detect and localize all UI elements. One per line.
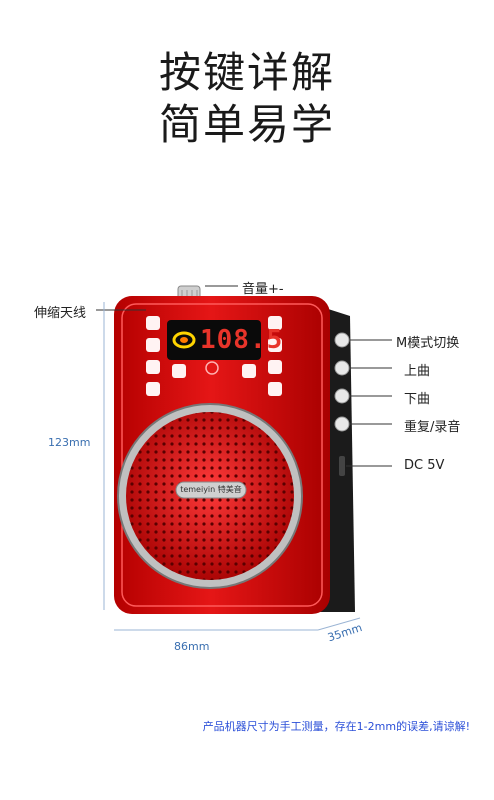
button-right-1[interactable] — [268, 316, 282, 330]
measurement-note: 产品机器尺寸为手工测量，存在1-2mm的误差,请谅解! — [202, 720, 470, 733]
label-dc: DC 5V — [404, 458, 445, 473]
button-left-3[interactable] — [146, 360, 160, 374]
depth-dimension-line — [317, 617, 361, 631]
button-right-3[interactable] — [268, 360, 282, 374]
display-frequency: 108.5 — [200, 325, 284, 355]
button-left-5[interactable] — [146, 382, 160, 396]
side-button-repeat[interactable] — [334, 416, 350, 432]
dc-port[interactable] — [339, 456, 345, 476]
led-display — [167, 320, 261, 360]
button-left-1[interactable] — [146, 316, 160, 330]
brand-badge — [175, 481, 247, 499]
side-button-next[interactable] — [334, 388, 350, 404]
side-button-mode[interactable] — [334, 332, 350, 348]
dimension-height: 123mm — [48, 436, 91, 449]
headline-line-1: 按键详解 — [158, 48, 335, 97]
side-button-prev[interactable] — [334, 360, 350, 376]
headline-line-2: 简单易学 — [158, 100, 335, 149]
label-next: 下曲 — [404, 392, 431, 407]
label-repeat: 重复/录音 — [404, 420, 461, 435]
dimension-width: 86mm — [174, 640, 210, 653]
label-volume: 音量+- — [242, 282, 284, 297]
button-right-2[interactable] — [268, 338, 282, 352]
brand-logo-text: temeiyin 特美音 — [180, 485, 242, 494]
button-left-4[interactable] — [172, 364, 186, 378]
label-antenna: 伸缩天线 — [34, 306, 87, 321]
microphone-icon — [205, 361, 219, 375]
button-right-5[interactable] — [268, 382, 282, 396]
label-prev: 上曲 — [404, 364, 431, 379]
button-left-2[interactable] — [146, 338, 160, 352]
button-right-4[interactable] — [242, 364, 256, 378]
label-mode: M模式切换 — [396, 336, 460, 351]
